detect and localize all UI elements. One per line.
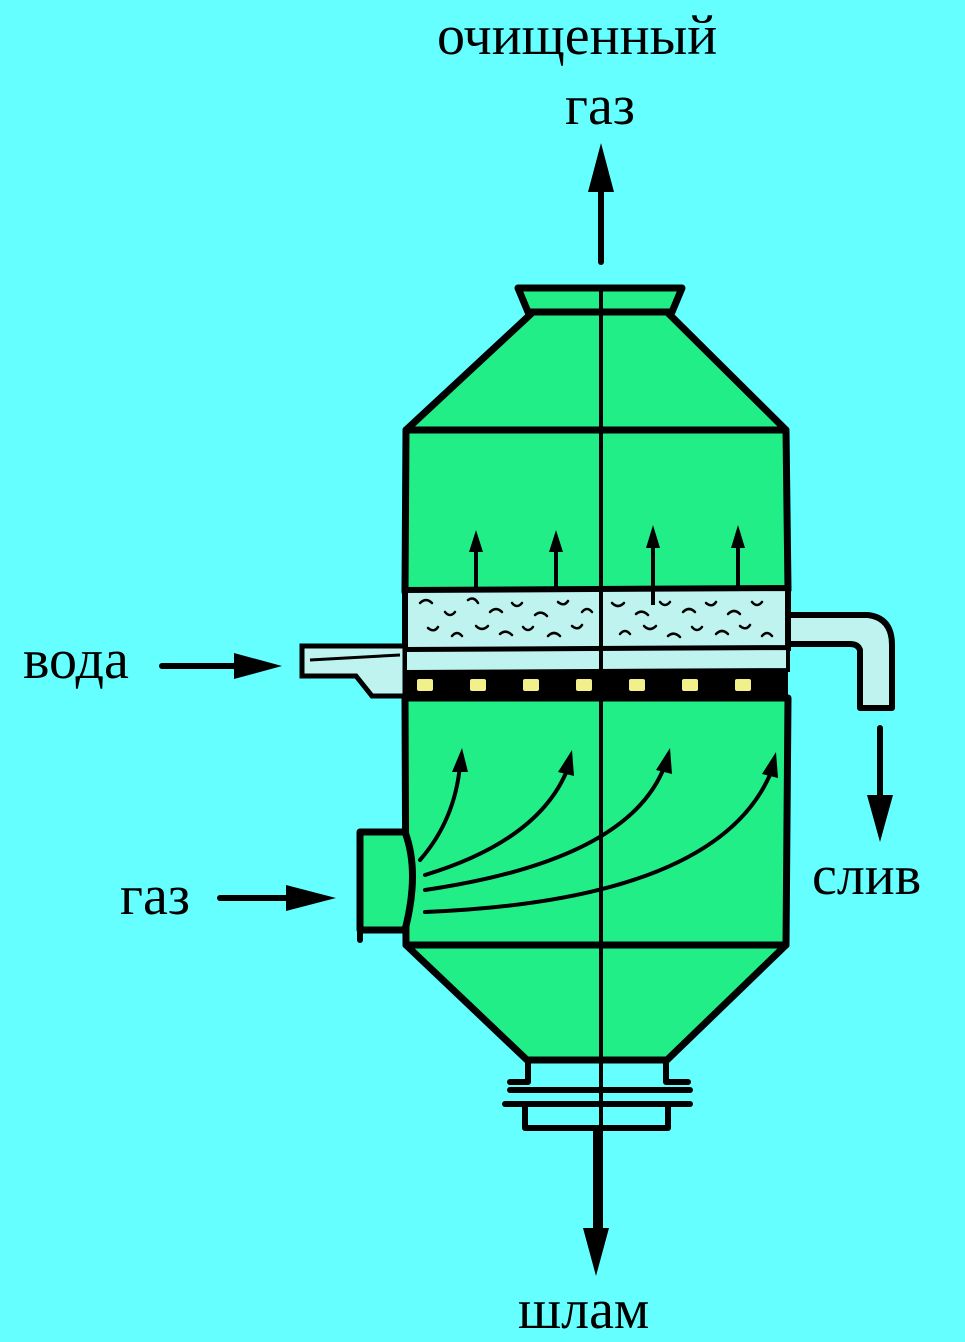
bottom-outlet-flange (502, 1057, 693, 1131)
sludge-label: шлам (518, 1279, 650, 1341)
drain-label: слив (812, 845, 922, 907)
clean-gas-label-line1: очищенный (437, 5, 718, 67)
top-cone (402, 308, 790, 434)
water-layer (403, 645, 790, 675)
drain-outlet-arrow (867, 725, 893, 842)
drain-pipe (785, 612, 895, 711)
sludge-outlet-arrow (583, 1125, 609, 1276)
water-inlet-arrow (159, 653, 282, 679)
gas-flow-curves (418, 763, 774, 914)
water-inlet-pipe (299, 643, 408, 699)
gas-inlet-label: газ (120, 865, 190, 927)
rising-gas-arrows (469, 525, 745, 605)
bottom-cone (402, 941, 790, 1064)
gas-inlet-nozzle (356, 828, 416, 943)
gas-inlet-arrow (217, 885, 336, 911)
clean-gas-label-line2: газ (565, 75, 635, 137)
perforated-grid-plate (405, 672, 788, 698)
water-inlet-label: вода (23, 629, 129, 691)
foam-layer (402, 584, 791, 654)
gas-flow-arrowheads (452, 748, 778, 778)
clean-gas-outlet-arrow (588, 143, 614, 265)
upper-section (401, 426, 792, 596)
